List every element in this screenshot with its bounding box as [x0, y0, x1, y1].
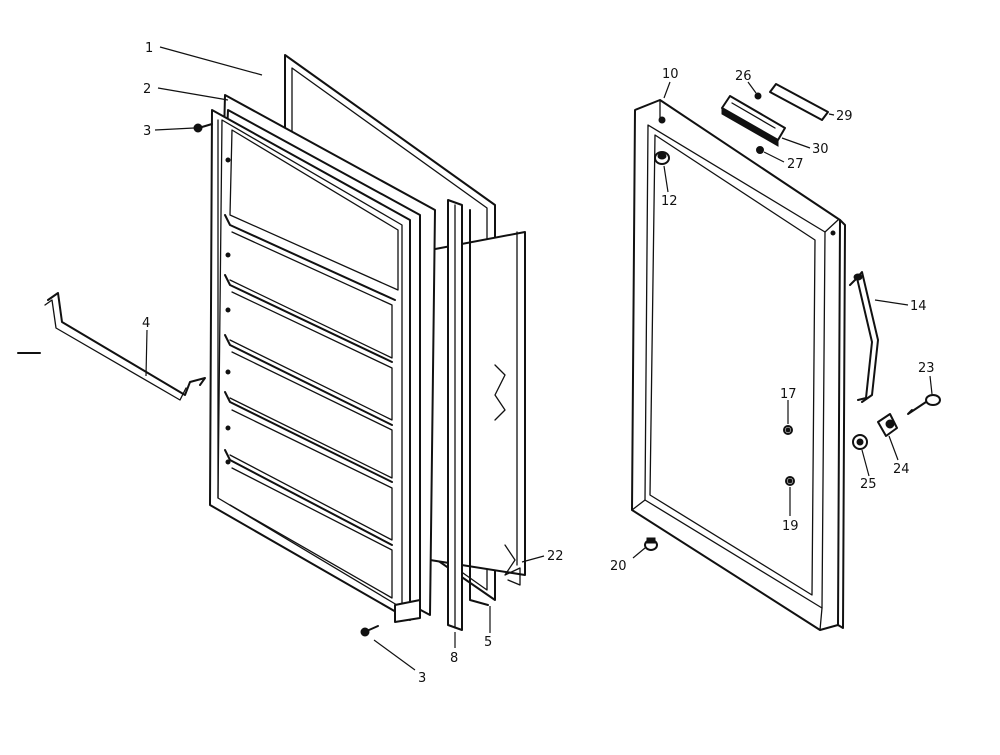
part-14-latch-bar — [849, 271, 879, 403]
part-29-handle-trim — [769, 83, 829, 121]
label-part-22: 22 — [547, 549, 564, 564]
part-12-plug — [654, 151, 670, 165]
label-part-14: 14 — [910, 299, 927, 314]
part-22-back-plate — [429, 231, 526, 586]
part-20-plug — [644, 537, 658, 551]
label-part-30: 30 — [812, 142, 829, 157]
label-part-10: 10 — [662, 67, 679, 82]
label-part-20: 20 — [610, 559, 627, 574]
label-part-8: 8 — [450, 651, 458, 666]
label-part-19: 19 — [782, 519, 799, 534]
part-23-key — [907, 394, 941, 415]
label-part-29: 29 — [836, 109, 853, 124]
part-3-screw-bottom — [360, 625, 379, 637]
part-2-door-liner — [209, 94, 436, 623]
label-part-3-top: 3 — [143, 124, 151, 139]
part-26-bolt — [754, 92, 762, 100]
label-part-1: 1 — [145, 41, 153, 56]
label-part-17: 17 — [780, 387, 797, 402]
label-part-23: 23 — [918, 361, 935, 376]
part-8-breaker-strip — [447, 199, 463, 631]
leader-lines — [145, 46, 933, 671]
part-30-handle-base — [721, 95, 786, 147]
part-24-lock — [877, 413, 898, 437]
part-4-wire-retainer — [17, 292, 206, 401]
part-17-screw — [783, 425, 793, 435]
part-27-bolt — [756, 146, 764, 154]
part-3-screw-top — [193, 123, 213, 133]
part-25-lock-nut — [852, 434, 868, 450]
label-part-25: 25 — [860, 477, 877, 492]
label-part-26: 26 — [735, 69, 752, 84]
label-part-4: 4 — [142, 316, 150, 331]
label-part-3-bottom: 3 — [418, 671, 426, 686]
part-10-door-frame — [631, 99, 846, 631]
part-19-screw — [785, 476, 795, 486]
label-part-5: 5 — [484, 635, 492, 650]
label-part-24: 24 — [893, 462, 910, 477]
label-part-27: 27 — [787, 157, 804, 172]
label-part-12: 12 — [661, 194, 678, 209]
part-5-gasket-strip — [469, 209, 489, 606]
label-part-2: 2 — [143, 82, 151, 97]
part-labels: 1 2 3 4 3 8 5 22 10 12 14 17 19 20 23 24… — [142, 41, 935, 686]
